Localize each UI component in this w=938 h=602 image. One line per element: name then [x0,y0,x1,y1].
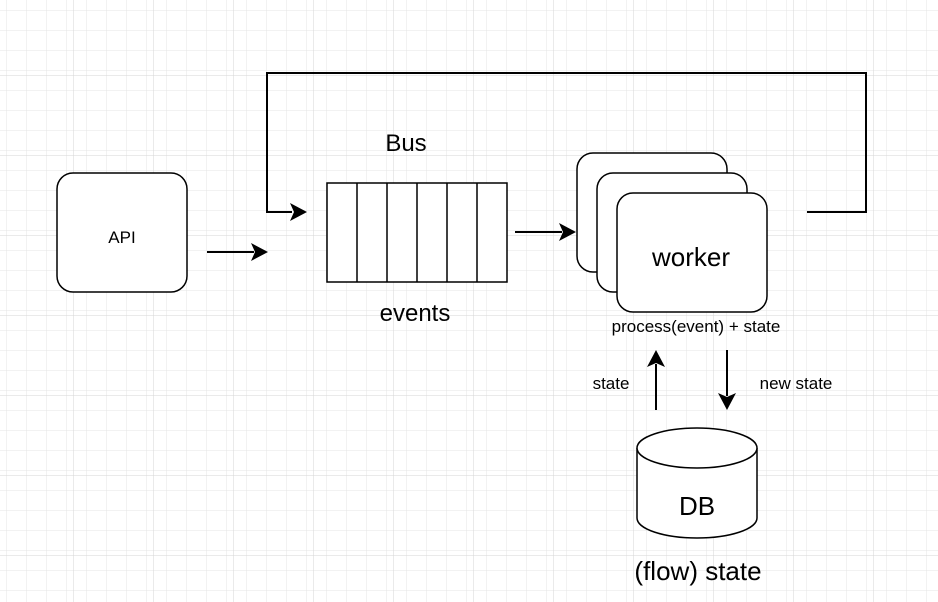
api-node[interactable]: API [56,172,188,293]
db-caption: (flow) state [634,556,761,586]
bus-queue-node[interactable]: Bus events [326,130,508,327]
worker-card-front [616,192,768,313]
new-state-edge-label: new state [760,374,833,393]
worker-caption: process(event) + state [612,317,781,336]
worker-to-db-arrowhead [718,393,736,410]
db-node[interactable]: DB (flow) state [634,427,762,586]
db-cylinder-body [636,448,758,539]
api-box [56,172,188,293]
worker-node[interactable]: worker process(event) + state [576,152,781,336]
db-cylinder-top [636,427,758,469]
bus-caption: events [380,300,451,327]
feedback-loop-edge[interactable] [266,72,867,213]
api-to-bus-arrowhead [251,243,268,261]
api-label: API [108,228,135,247]
bus-title: Bus [385,130,426,157]
worker-label: worker [651,242,730,272]
feedback-loop-arrowhead [290,203,307,221]
db-to-worker-arrowhead [647,350,665,367]
db-label: DB [679,491,715,521]
bus-to-worker-arrowhead [559,223,576,241]
state-edge-label: state [593,374,630,393]
